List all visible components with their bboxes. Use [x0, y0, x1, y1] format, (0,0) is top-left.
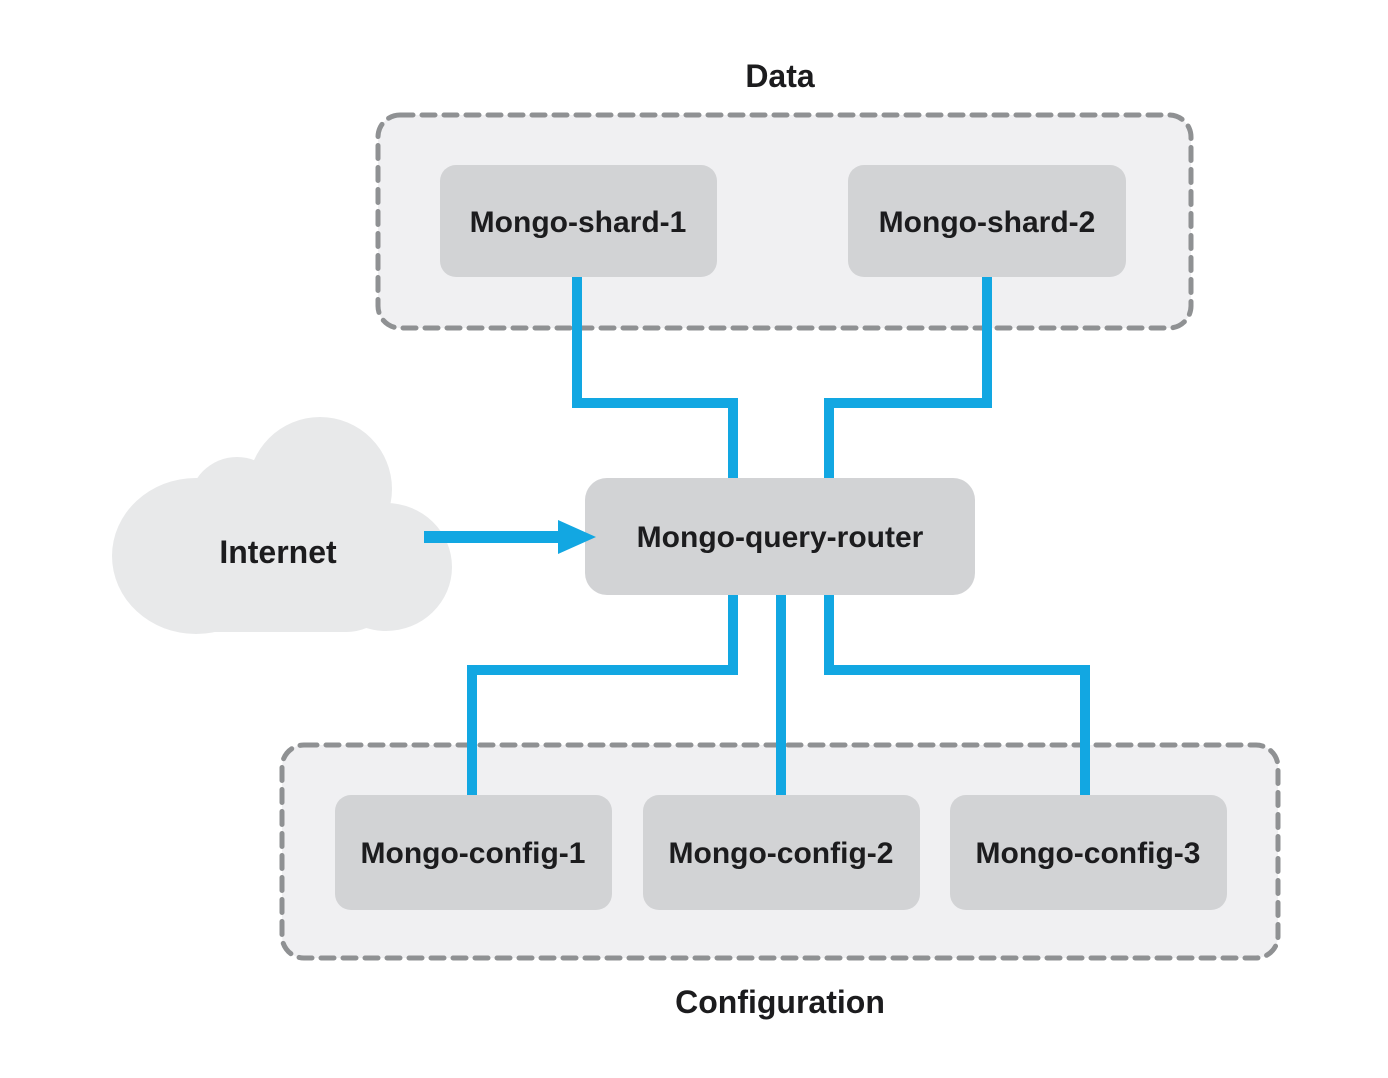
arrow-head [558, 520, 596, 554]
internet-label: Internet [219, 534, 337, 570]
config-group-label: Configuration [675, 984, 885, 1020]
node-mongo-shard-1 [440, 165, 717, 277]
connector-router-to-config1 [467, 590, 738, 800]
connector-shard1-to-router [572, 272, 738, 484]
node-label-mongo-shard-2: Mongo-shard-2 [879, 206, 1096, 239]
node-mongo-shard-2 [848, 165, 1126, 277]
node-label-mongo-config-3: Mongo-config-3 [976, 837, 1201, 870]
node-label-mongo-config-2: Mongo-config-2 [669, 837, 894, 870]
internet-to-router-arrow-icon [424, 520, 596, 554]
node-label-mongo-shard-1: Mongo-shard-1 [470, 206, 687, 239]
connector-router-to-config3 [824, 590, 1090, 800]
arrow-shaft [424, 531, 562, 543]
node-mongo-config-2 [643, 795, 920, 910]
node-label-mongo-config-1: Mongo-config-1 [361, 837, 586, 870]
node-mongo-config-3 [950, 795, 1227, 910]
node-label-mongo-query-router: Mongo-query-router [637, 521, 924, 554]
connector-shard2-to-router [824, 272, 992, 484]
data-group-label: Data [745, 58, 815, 94]
node-mongo-config-1 [335, 795, 612, 910]
internet-cloud-icon [112, 417, 452, 634]
node-mongo-query-router [585, 478, 975, 595]
